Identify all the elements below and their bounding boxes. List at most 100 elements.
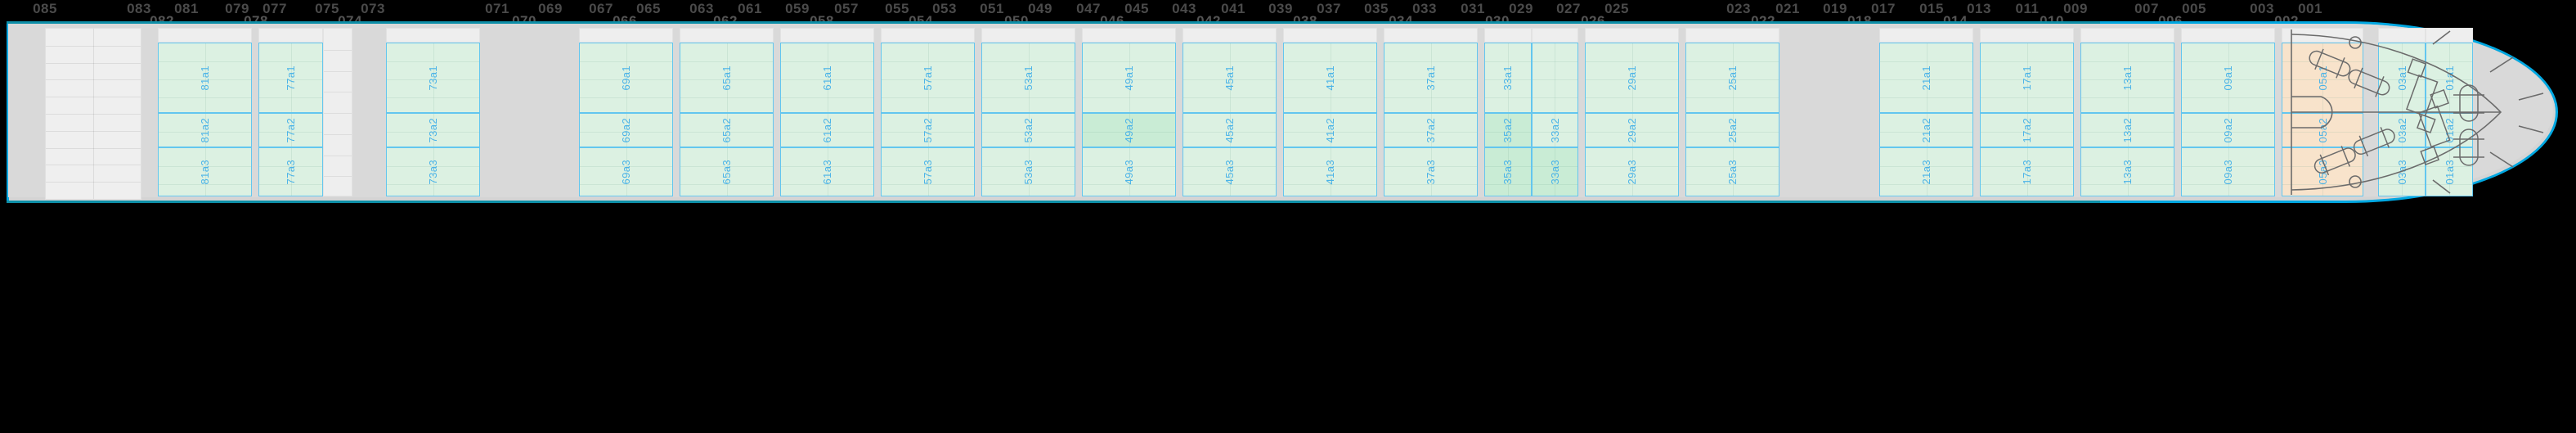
cabin-header-strip (981, 28, 1075, 43)
cabin-cell[interactable]: 61a3 (780, 147, 874, 196)
cabin-header-strip (258, 28, 323, 43)
cabin-cell[interactable]: 45a3 (1183, 147, 1277, 196)
cabin-header-strip (2181, 28, 2275, 43)
cabin-cell[interactable]: 37a2 (1384, 113, 1478, 147)
grid-hairline (2379, 61, 2425, 62)
grid-hairline (433, 148, 434, 196)
cabin-cell[interactable]: 25a1 (1685, 43, 1779, 113)
cabin-number-label: 13a2 (2121, 117, 2134, 143)
cabin-cell[interactable]: 35a3 (1484, 147, 1532, 196)
cabin-cell[interactable]: 49a3 (1082, 147, 1176, 196)
cabin-cell[interactable]: 81a1 (158, 43, 252, 113)
cabin-cell[interactable]: 65a1 (680, 43, 774, 113)
cabin-cell[interactable]: 09a2 (2181, 113, 2275, 147)
cabin-cell[interactable]: 81a3 (158, 147, 252, 196)
cabin-cell[interactable]: 77a3 (258, 147, 323, 196)
cabin-cell[interactable]: 05a2 (2282, 113, 2363, 147)
grid-hairline (1532, 184, 1577, 185)
cabin-number-label: 53a3 (1022, 159, 1034, 185)
grid-hairline (781, 184, 873, 185)
cabin-cell[interactable]: 21a1 (1879, 43, 1973, 113)
cabin-cell[interactable]: 77a1 (258, 43, 323, 113)
cabin-cell[interactable]: 65a3 (680, 147, 774, 196)
grid-hairline (726, 114, 728, 147)
grid-hairline (2228, 148, 2229, 196)
cabin-cell[interactable]: 45a2 (1183, 113, 1277, 147)
cabin-cell[interactable]: 37a3 (1384, 147, 1478, 196)
grid-hairline (387, 61, 479, 62)
cabin-cell[interactable]: 21a2 (1879, 113, 1973, 147)
cabin-cell[interactable]: 53a1 (981, 43, 1075, 113)
cabin-cell[interactable]: 53a2 (981, 113, 1075, 147)
cabin-cell[interactable]: 69a2 (579, 113, 673, 147)
cabin-header-strip (1082, 28, 1176, 43)
cabin-cell[interactable]: 01a3 (2426, 147, 2473, 196)
cabin-cell[interactable]: 45a1 (1183, 43, 1277, 113)
cabin-cell[interactable]: 57a3 (881, 147, 975, 196)
cabin-cell[interactable]: 41a1 (1283, 43, 1377, 113)
frame-label-upper: 019 (1823, 1, 1847, 16)
frame-label-upper: 009 (2063, 1, 2088, 16)
cabin-cell[interactable]: 61a1 (780, 43, 874, 113)
cabin-cell[interactable]: 53a3 (981, 147, 1075, 196)
cabin-cell[interactable]: 81a2 (158, 113, 252, 147)
cabin-cell[interactable]: 13a1 (2080, 43, 2174, 113)
cabin-cell[interactable]: 37a1 (1384, 43, 1478, 113)
cabin-cell[interactable]: 17a3 (1980, 147, 2074, 196)
cabin-cell[interactable]: 49a2 (1082, 113, 1176, 147)
cabin-cell[interactable]: 05a1 (2282, 43, 2363, 113)
cabin-cell[interactable]: 73a3 (386, 147, 480, 196)
cabin-cell[interactable]: 57a1 (881, 43, 975, 113)
cabin-header-strip (1484, 28, 1532, 43)
grid-hairline (1028, 114, 1030, 147)
cabin-cell[interactable]: 61a2 (780, 113, 874, 147)
grid-hairline (1485, 79, 1531, 80)
cabin-cell[interactable]: 33a3 (1531, 147, 1578, 196)
grid-hairline (1532, 61, 1577, 62)
cabin-cell[interactable]: 65a2 (680, 113, 774, 147)
grid-hairline (1686, 97, 1779, 98)
cabin-cell[interactable]: 41a3 (1283, 147, 1377, 196)
grid-hairline (1284, 184, 1376, 185)
cabin-cell[interactable] (1531, 43, 1578, 113)
cabin-cell[interactable]: 29a1 (1585, 43, 1679, 113)
cabin-cell[interactable]: 69a1 (579, 43, 673, 113)
cabin-cell[interactable]: 13a2 (2080, 113, 2174, 147)
cabin-cell[interactable]: 73a2 (386, 113, 480, 147)
cabin-cell[interactable]: 73a1 (386, 43, 480, 113)
cabin-header-strip (1585, 28, 1679, 43)
cabin-cell[interactable]: 41a2 (1283, 113, 1377, 147)
frame-label-upper: 033 (1412, 1, 1437, 16)
grid-hairline (2426, 61, 2472, 62)
cabin-number-label: 49a2 (1123, 117, 1135, 143)
cabin-cell[interactable]: 49a1 (1082, 43, 1176, 113)
grid-hairline (46, 45, 141, 47)
cabin-cell[interactable]: 35a2 (1484, 113, 1532, 147)
cabin-number-label: 57a3 (922, 159, 934, 185)
cabin-cell[interactable]: 69a3 (579, 147, 673, 196)
grid-hairline (882, 61, 974, 62)
cabin-cell[interactable]: 09a1 (2181, 43, 2275, 113)
cabin-cell[interactable]: 33a2 (1531, 113, 1578, 147)
cabin-cell[interactable]: 77a2 (258, 113, 323, 147)
cabin-number-label: 45a3 (1223, 159, 1236, 185)
cabin-cell[interactable]: 25a3 (1685, 147, 1779, 196)
cabin-cell[interactable]: 21a3 (1879, 147, 1973, 196)
cabin-cell[interactable]: 29a2 (1585, 113, 1679, 147)
cabin-cell[interactable]: 17a2 (1980, 113, 2074, 147)
cabin-cell[interactable]: 29a3 (1585, 147, 1679, 196)
cabin-cell[interactable]: 25a2 (1685, 113, 1779, 147)
cabin-cell[interactable]: 33a1 (1484, 43, 1532, 113)
grid-hairline (290, 43, 292, 112)
cabin-cell[interactable]: 09a3 (2181, 147, 2275, 196)
cabin-cell[interactable]: 57a2 (881, 113, 975, 147)
frame-label-upper: 017 (1871, 1, 1896, 16)
cabin-cell[interactable]: 13a3 (2080, 147, 2174, 196)
grid-hairline (580, 184, 672, 185)
cabin-cell[interactable]: 17a1 (1980, 43, 2074, 113)
